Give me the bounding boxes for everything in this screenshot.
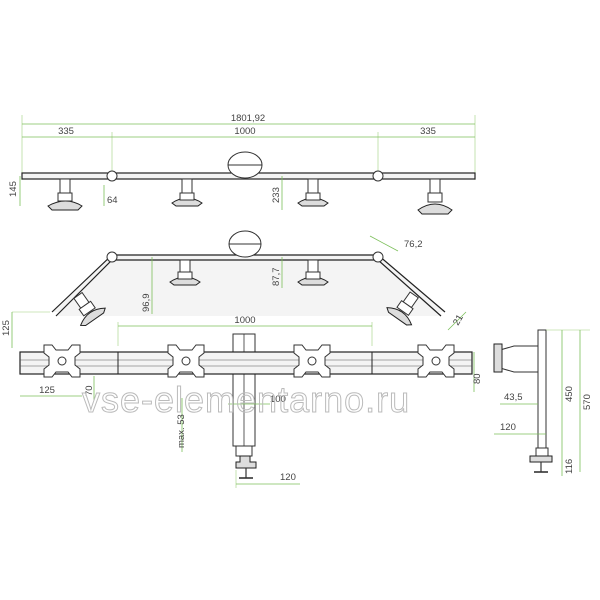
mount-arm-4	[417, 178, 453, 215]
vesa-plate-3	[293, 344, 331, 378]
side-clamp	[529, 455, 553, 463]
end-angle-side-label: 21	[451, 313, 466, 328]
side-view: 450 570 43,5 120 116	[493, 329, 593, 476]
angled-arm-3	[297, 259, 329, 286]
right-span-label: 335	[420, 126, 436, 137]
mount-arm-3	[297, 178, 329, 207]
offset-small-label: 64	[107, 195, 118, 206]
side-mount-head	[499, 345, 539, 373]
depth-center-label: 87,7	[271, 268, 282, 287]
desk-clamp	[235, 455, 257, 469]
overall-width-label: 1801,92	[231, 113, 265, 124]
front-view: 125 1000 12	[1, 311, 483, 488]
angled-arm-2	[169, 259, 201, 286]
base-width-label: 120	[280, 472, 296, 483]
arm-depth-label: 43,5	[504, 392, 523, 403]
height-left-label: 145	[8, 181, 19, 197]
plate-offset-label: 70	[84, 385, 95, 396]
base-depth-label: 120	[500, 422, 516, 433]
watermark: vse-elementarno.ru	[82, 379, 410, 420]
side-pole	[537, 329, 547, 449]
clamp-max-label: max. 53	[176, 414, 187, 448]
front-left-offset-label: 125	[39, 385, 55, 396]
mount-arm-1	[47, 178, 83, 211]
joint-left	[106, 170, 118, 182]
total-height-label: 570	[582, 394, 593, 410]
upper-height-label: 450	[564, 386, 575, 402]
depth-left-label: 96,9	[141, 294, 152, 313]
vesa-plate-2	[167, 344, 205, 378]
center-span-label: 1000	[234, 126, 255, 137]
front-top-height-label: 125	[1, 320, 12, 336]
vesa-plate-1	[43, 344, 81, 378]
vesa-plate-4	[417, 344, 455, 378]
angled-arm-1	[73, 291, 106, 327]
clamp-height-label: 116	[564, 459, 575, 474]
angled-view: 76,2 87,7 96,9 21	[51, 230, 467, 331]
joint-right	[372, 170, 384, 182]
pole-width-label: 100	[270, 394, 286, 405]
top-view: 1801,92 335 1000 335	[8, 113, 476, 215]
front-rail	[19, 351, 473, 375]
mount-arm-2	[171, 178, 203, 207]
front-center-span-label: 1000	[234, 315, 255, 326]
end-angle-top-label: 76,2	[404, 239, 423, 250]
height-right-label: 233	[271, 187, 282, 203]
rail-height-label: 80	[472, 373, 483, 384]
angled-arm-4	[386, 291, 419, 326]
left-span-label: 335	[58, 126, 74, 137]
